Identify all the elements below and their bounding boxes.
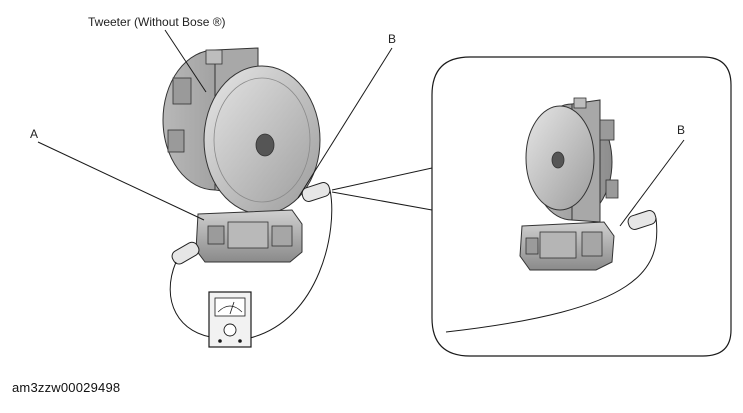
label-b-main: B xyxy=(388,32,396,46)
callout-line-bottom xyxy=(331,191,433,211)
wire-a xyxy=(169,261,219,339)
wire-detail xyxy=(445,217,658,333)
label-b-detail: B xyxy=(677,123,685,137)
leader-b-main xyxy=(297,47,393,199)
ohmmeter xyxy=(208,291,252,348)
wire-b xyxy=(249,189,333,339)
tweeter-label: Tweeter (Without Bose ®) xyxy=(88,15,226,29)
tweeter-main xyxy=(162,47,321,263)
probe-detail xyxy=(627,210,657,230)
probe-a xyxy=(171,241,200,265)
leader-b-detail xyxy=(619,139,685,227)
callout-line-top xyxy=(331,167,433,191)
leader-tweeter xyxy=(164,29,207,93)
figure-id: am3zzw00029498 xyxy=(12,380,121,395)
tweeter-detail xyxy=(519,97,619,271)
leader-a xyxy=(37,141,205,221)
label-a: A xyxy=(30,127,38,141)
probe-b xyxy=(301,182,331,202)
